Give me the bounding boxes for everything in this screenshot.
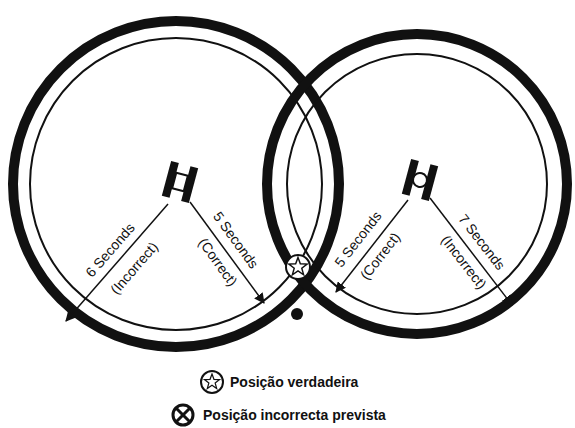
range-arrow [66,204,168,321]
range-arrow [190,202,264,303]
true-position-symbol [286,255,310,279]
incorrect-position-symbol [291,308,303,320]
legend-cross-symbol [173,405,193,425]
correct-range-circle [287,54,547,314]
legend-text: Posição verdadeira [230,374,358,390]
range-arrow [430,198,512,305]
incorrect-range-circle [13,21,339,347]
legend-star-symbol [201,371,223,393]
correct-range-circle [30,38,322,330]
satellite-icon [162,161,198,203]
satellite-icon [402,159,438,201]
legend-text: Posição incorrecta prevista [203,407,386,423]
incorrect-range-circle [267,34,567,334]
